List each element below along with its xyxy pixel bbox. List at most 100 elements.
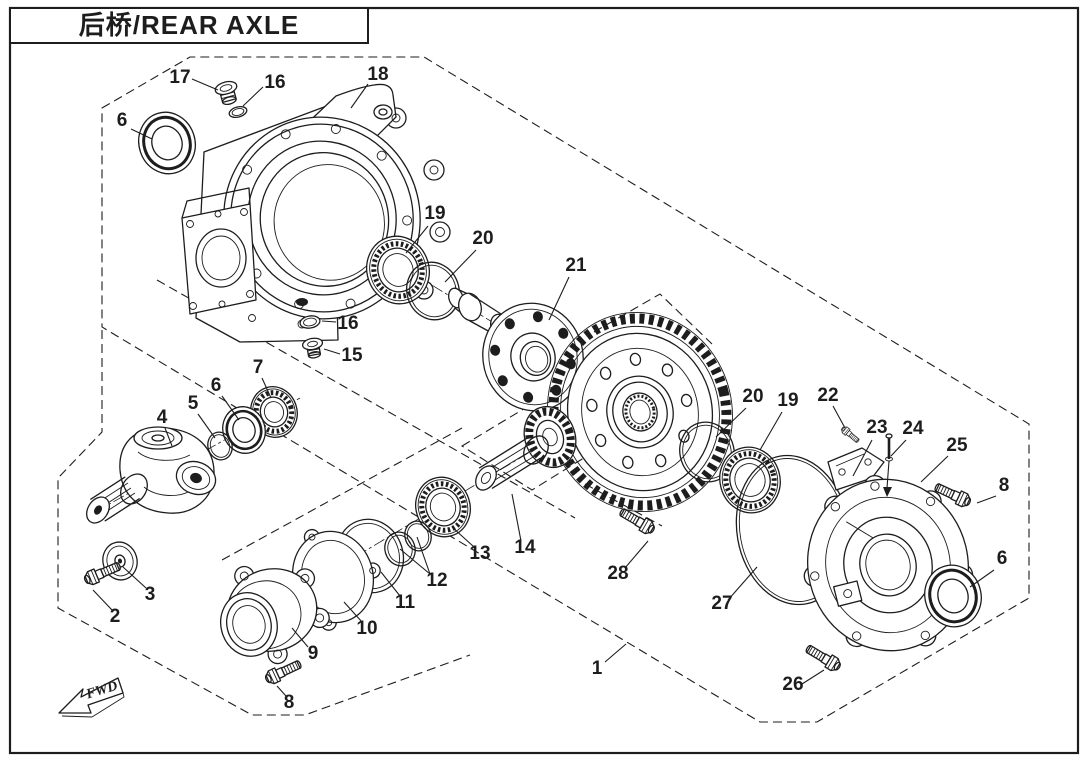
part-callout-6-10: 6: [211, 375, 240, 421]
part-callout-21-6: 21: [548, 255, 587, 321]
part-number-label: 4: [157, 407, 168, 428]
part-callout-28-22: 28: [607, 540, 649, 584]
leader-line: [416, 536, 431, 575]
part-number-label: 2: [110, 606, 121, 627]
leader-line: [405, 225, 429, 254]
leader-line: [920, 455, 949, 483]
leader-line: [380, 571, 401, 597]
part-number-label: 12: [426, 570, 447, 591]
leader-line: [197, 413, 216, 439]
part-callout-13-20: 13: [451, 526, 491, 564]
part-6-seal-left: [138, 111, 196, 175]
part-13-bearing: [415, 476, 471, 538]
leader-line: [122, 566, 147, 589]
leader-line: [624, 540, 649, 569]
part-24-breather-pin: [883, 433, 893, 497]
part-16-washer-bottom: [299, 315, 321, 329]
part-callout-11-18: 11: [380, 571, 416, 613]
part-number-label: 1: [592, 658, 603, 679]
part-23-bracket: [827, 447, 885, 491]
part-callout-20-24: 20: [715, 386, 764, 438]
leader-line: [261, 377, 272, 399]
part-callout-17-0: 17: [169, 67, 219, 91]
part-number-label: 20: [742, 386, 763, 407]
leader-line: [276, 685, 287, 697]
part-callout-3-13: 3: [122, 566, 156, 605]
part-callout-2-14: 2: [92, 589, 121, 627]
part-number-label: 16: [264, 72, 285, 93]
leader-line: [350, 83, 369, 109]
part-callout-16-1: 16: [242, 72, 286, 107]
leader-line: [548, 276, 570, 321]
leader-line: [444, 249, 477, 283]
leader-line: [92, 589, 113, 611]
part-callout-15-8: 15: [323, 345, 363, 366]
part-17-plug: [214, 80, 238, 106]
leader-line: [852, 439, 873, 477]
part-6-seal-right: [924, 564, 982, 628]
leader-line: [191, 78, 219, 91]
leader-line: [969, 569, 995, 588]
part-20-oring-right: [679, 421, 735, 483]
part-number-label: 8: [999, 475, 1010, 496]
part-number-label: 18: [367, 64, 388, 85]
part-number-label: 14: [514, 537, 536, 558]
leader-line: [399, 548, 431, 575]
leader-line: [451, 526, 475, 548]
part-callout-19-4: 19: [405, 203, 446, 254]
leader-line: [976, 495, 997, 504]
part-number-label: 6: [117, 110, 128, 131]
leader-arrowhead: [883, 487, 892, 497]
part-number-label: 17: [169, 67, 190, 88]
part-callout-23-27: 23: [852, 417, 888, 477]
part-number-label: 21: [565, 255, 587, 276]
leader-line: [890, 439, 907, 457]
leader-line: [242, 86, 264, 107]
part-callout-27-32: 27: [711, 566, 758, 614]
part-number-label: 7: [253, 357, 264, 378]
leader-line: [130, 128, 153, 140]
part-number-label: 10: [356, 618, 377, 639]
part-callout-6-3: 6: [117, 110, 153, 140]
part-number-label: 20: [472, 228, 493, 249]
part-callout-16-7: 16: [321, 313, 359, 334]
leader-line: [321, 320, 337, 323]
part-number-label: 23: [866, 417, 887, 438]
part-number-label: 24: [902, 418, 924, 439]
part-number-label: 16: [337, 313, 358, 334]
part-callout-8-30: 8: [976, 475, 1010, 504]
part-callout-7-9: 7: [253, 357, 272, 399]
part-number-label: 11: [395, 592, 416, 613]
leader-line: [801, 669, 825, 685]
part-callout-26-33: 26: [782, 669, 825, 695]
title-box: [9, 7, 369, 44]
leader-line: [343, 601, 363, 623]
part-number-label: 8: [284, 692, 295, 713]
part-number-label: 15: [341, 345, 363, 366]
part-number-label: 9: [308, 643, 319, 664]
fwd-direction-arrow: FWD: [58, 677, 125, 718]
part-callout-24-28: 24: [890, 418, 924, 457]
part-callout-19-25: 19: [759, 390, 799, 451]
part-callout-1-23: 1: [592, 643, 627, 679]
leader-line: [291, 627, 309, 648]
part-callout-6-31: 6: [969, 548, 1007, 588]
part-14-pinion-gear: [475, 405, 577, 491]
part-callout-9-15: 9: [291, 627, 319, 664]
part-callout-14-21: 14: [511, 493, 536, 558]
part-callout-4-12: 4: [157, 407, 173, 447]
part-20-oring-left: [406, 261, 460, 321]
part-number-label: 3: [145, 584, 156, 605]
part-number-label: 27: [711, 593, 732, 614]
leader-line: [759, 411, 783, 451]
part-number-label: 22: [817, 385, 838, 406]
leader-line: [727, 566, 758, 601]
part-callout-10-17: 10: [343, 601, 378, 639]
part-15-drain-plug: [301, 337, 324, 359]
part-number-label: 13: [469, 543, 490, 564]
leader-line: [323, 348, 341, 355]
part-callout-22-26: 22: [817, 385, 846, 429]
part-callout-8-16: 8: [276, 685, 295, 713]
